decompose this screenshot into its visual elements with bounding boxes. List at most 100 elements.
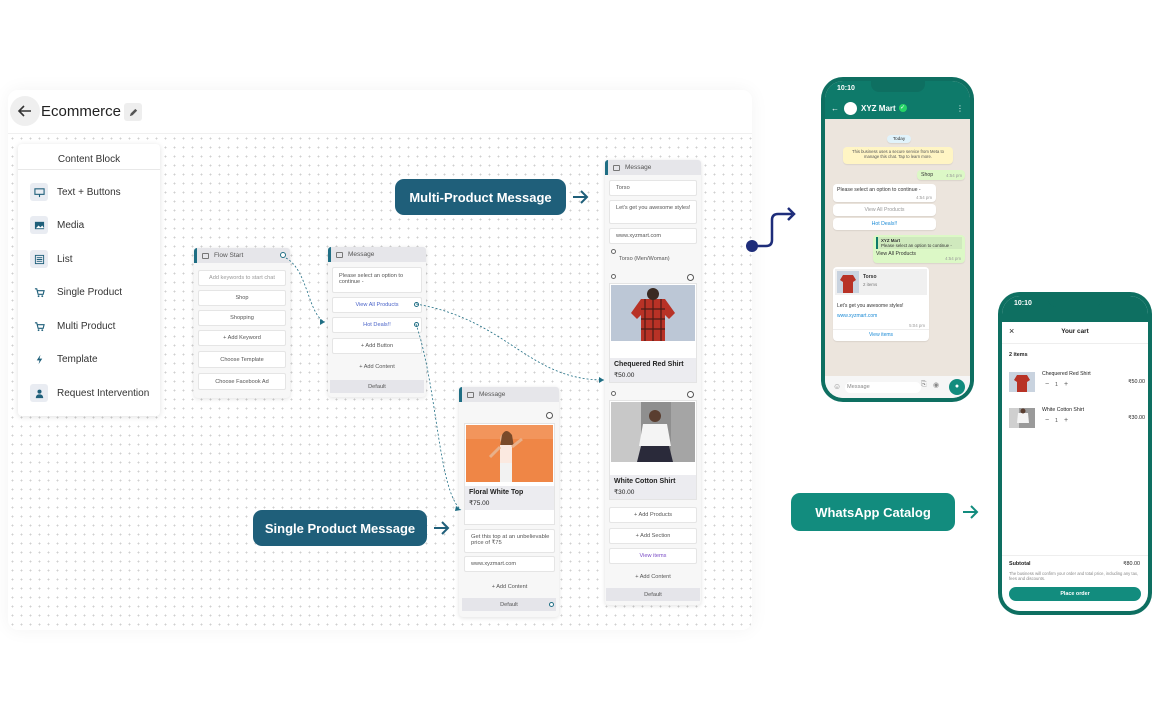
add-button[interactable]: + Add Button (332, 338, 422, 354)
connector-arrow-icon (746, 207, 796, 252)
default-port[interactable] (549, 602, 554, 607)
subtotal-value: ₹80.00 (1123, 561, 1140, 567)
message-link[interactable]: www.xyzmart.com (609, 228, 697, 244)
emoji-icon[interactable]: ☺ (833, 382, 842, 391)
catalog-thumbnail (837, 271, 859, 293)
block-request-intervention[interactable]: Request Intervention (30, 383, 149, 403)
add-content-button[interactable]: + Add Content (635, 574, 671, 580)
button-hot-deals[interactable]: Hot Deals!! (332, 317, 422, 333)
cart-item: Chequered Red Shirt − 1 + ₹50.00 (1009, 368, 1147, 396)
received-options-message: Please select an option to continue - 4:… (833, 184, 936, 202)
cart-header: × Your cart (1002, 322, 1148, 344)
arrow-right-icon (573, 190, 589, 204)
add-products-button[interactable]: + Add Products (609, 507, 697, 523)
message-body[interactable]: Get this top at an unbelievable price of… (464, 529, 555, 553)
catalog-title: Torso (863, 274, 877, 280)
phone-cart: 10:10 × Your cart 2 items Chequered Red … (998, 292, 1152, 615)
add-content-button[interactable]: + Add Content (359, 364, 395, 370)
item-thumbnail (1009, 408, 1035, 428)
product-card[interactable]: Chequered Red Shirt ₹50.00 (609, 283, 697, 383)
product-card[interactable]: White Cotton Shirt ₹30.00 (609, 400, 697, 500)
cart-item: White Cotton Shirt − 1 + ₹30.00 (1009, 404, 1147, 432)
output-port[interactable] (280, 252, 286, 258)
button-port[interactable] (414, 322, 419, 327)
add-content-button[interactable]: + Add Content (491, 584, 528, 590)
block-text-buttons[interactable]: Text + Buttons (30, 182, 121, 202)
block-template[interactable]: Template (30, 349, 98, 369)
message-text[interactable]: Please select an option to continue - (332, 267, 422, 293)
encryption-notice[interactable]: This business uses a secure service from… (843, 147, 953, 164)
arrow-right-icon (434, 521, 450, 535)
view-items-button[interactable]: View items (609, 548, 697, 564)
default-route[interactable]: Default (606, 588, 700, 601)
history-icon[interactable] (687, 274, 694, 281)
default-route[interactable]: Default (330, 380, 424, 393)
catalog-message[interactable]: Torso 2 items Let's get you awesome styl… (833, 267, 929, 341)
message-node-options[interactable]: Message Please select an option to conti… (328, 247, 426, 397)
section-title: Torso (Men/Woman) (619, 256, 670, 262)
button-view-all-products[interactable]: View All Products (332, 297, 422, 313)
section-port[interactable] (611, 249, 616, 254)
back-button[interactable] (10, 96, 40, 126)
reply-button-view-all[interactable]: View All Products (833, 204, 936, 216)
message-header: Message (328, 247, 426, 262)
add-section-button[interactable]: + Add Section (609, 528, 697, 544)
reply-button-hot-deals[interactable]: Hot Deals!! (833, 218, 936, 230)
flow-start-node[interactable]: Flow Start Add keywords to start chat Sh… (194, 248, 290, 398)
quoted-message: XYZ Mart Please select an option to cont… (876, 237, 962, 249)
multi-product-node[interactable]: Message Torso Let's get you awesome styl… (605, 160, 701, 605)
chat-header: ← XYZ Mart ✓ ⋮ (825, 97, 970, 119)
block-multi-product[interactable]: Multi Product (30, 316, 115, 336)
item-name: Chequered Red Shirt (1042, 371, 1091, 377)
product-port[interactable] (611, 274, 616, 279)
message-input[interactable]: Message (845, 382, 921, 393)
close-icon[interactable]: × (1009, 326, 1015, 336)
mic-icon[interactable]: ● (949, 379, 965, 395)
more-menu-icon[interactable]: ⋮ (956, 103, 964, 113)
product-port[interactable] (611, 391, 616, 396)
history-icon[interactable] (546, 412, 553, 419)
block-single-product[interactable]: Single Product (30, 282, 122, 302)
single-product-node[interactable]: Message Floral White Top ₹75.00 Get this… (459, 387, 559, 617)
content-block-title: Content Block (18, 144, 160, 170)
product-price: ₹30.00 (614, 489, 635, 496)
button-port[interactable] (414, 302, 419, 307)
add-keyword-button[interactable]: + Add Keyword (198, 330, 286, 346)
cart-title: Your cart (1061, 328, 1089, 335)
default-route[interactable]: Default (462, 598, 556, 611)
view-items-button[interactable]: View items (833, 329, 929, 341)
phone-notch (1048, 296, 1102, 307)
keyword-chip-shopping[interactable]: Shopping (198, 310, 286, 326)
product-card[interactable]: Floral White Top ₹75.00 (464, 423, 555, 525)
contact-name[interactable]: XYZ Mart (861, 103, 896, 113)
avatar[interactable] (844, 101, 857, 115)
cart-icon (30, 317, 48, 335)
block-list[interactable]: List (30, 249, 73, 269)
back-arrow-icon[interactable]: ← (831, 103, 839, 113)
choose-template-button[interactable]: Choose Template (198, 351, 286, 368)
single-product-label: Single Product Message (253, 510, 427, 546)
edit-title-button[interactable] (124, 103, 142, 121)
image-icon (30, 216, 48, 234)
place-order-button[interactable]: Place order (1009, 587, 1141, 601)
phone-notch (870, 81, 925, 92)
quantity-stepper[interactable]: − 1 + (1045, 417, 1069, 424)
choose-ad-button[interactable]: Choose Facebook Ad (198, 373, 286, 390)
keyword-input[interactable]: Add keywords to start chat (198, 270, 286, 286)
quantity-stepper[interactable]: − 1 + (1045, 381, 1069, 388)
message-body[interactable]: Let's get you awesome styles! (609, 200, 697, 224)
block-media[interactable]: Media (30, 215, 84, 235)
attach-icon[interactable]: ⎘ (921, 381, 927, 388)
item-thumbnail (1009, 372, 1035, 392)
product-price: ₹50.00 (614, 372, 635, 379)
keyword-chip-shop[interactable]: Shop (198, 290, 286, 306)
page-title: Ecommerce (41, 103, 122, 120)
catalog-link[interactable]: www.xyzmart.com (837, 313, 878, 319)
camera-icon[interactable]: ◉ (933, 382, 940, 389)
message-header: Message (459, 387, 559, 402)
message-header-text[interactable]: Torso (609, 180, 697, 196)
message-link[interactable]: www.xyzmart.com (464, 556, 555, 572)
history-icon[interactable] (687, 391, 694, 398)
whatsapp-catalog-label: WhatsApp Catalog (791, 493, 955, 531)
